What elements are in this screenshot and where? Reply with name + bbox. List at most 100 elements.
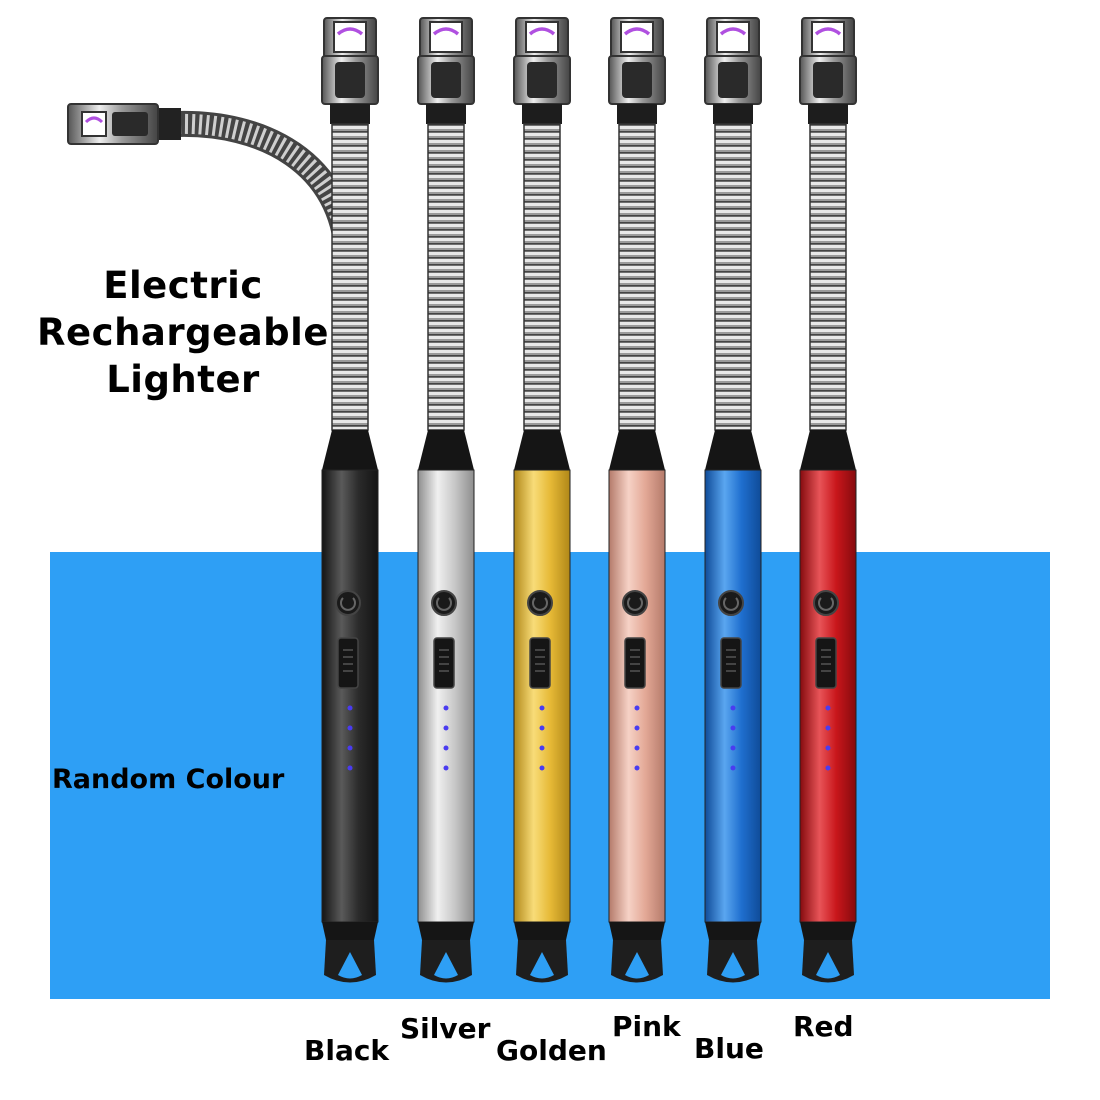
safety-switch: [815, 637, 837, 689]
battery-led: [347, 725, 353, 731]
flexible-neck: [809, 123, 847, 431]
arc-chamber: [333, 21, 367, 53]
neck-taper: [800, 430, 856, 470]
power-icon: [532, 597, 548, 611]
battery-led: [443, 725, 449, 731]
neck-taper: [705, 430, 761, 470]
head-collar: [808, 104, 848, 124]
arc-glow: [336, 27, 364, 36]
product-title: Electric Rechargeable Lighter: [0, 262, 366, 403]
battery-led: [443, 745, 449, 751]
battery-led: [347, 705, 353, 711]
battery-led: [730, 705, 736, 711]
lighter-body: [799, 469, 857, 923]
safety-switch: [337, 637, 359, 689]
battery-led: [634, 745, 640, 751]
loop-hole: [816, 952, 840, 979]
safety-switch: [720, 637, 742, 689]
arc-glow: [623, 27, 651, 36]
head-collar: [713, 104, 753, 124]
power-button: [335, 590, 361, 616]
loop-hole: [625, 952, 649, 979]
power-icon: [340, 597, 356, 611]
battery-led: [539, 745, 545, 751]
flexible-neck: [618, 123, 656, 431]
title-line-2: Rechargeable: [37, 311, 329, 354]
label-silver: Silver: [400, 1012, 491, 1045]
head-collar: [426, 104, 466, 124]
lighter-body: [608, 469, 666, 923]
bottom-cap: [705, 922, 761, 940]
loop-hole: [721, 952, 745, 979]
head-collar: [330, 104, 370, 124]
lighter-body: [321, 469, 379, 923]
power-icon: [627, 597, 643, 611]
battery-led: [730, 725, 736, 731]
battery-led: [347, 765, 353, 771]
head-window: [813, 62, 843, 98]
arc-chamber: [620, 21, 654, 53]
neck-taper: [514, 430, 570, 470]
lighter-red: [799, 17, 857, 983]
lighter-silver: [417, 17, 475, 983]
power-button: [622, 590, 648, 616]
bottom-cap: [514, 922, 570, 940]
battery-led: [634, 725, 640, 731]
battery-led: [443, 705, 449, 711]
safety-switch: [433, 637, 455, 689]
lighter-pink: [608, 17, 666, 983]
battery-led: [825, 765, 831, 771]
safety-switch: [624, 637, 646, 689]
flexible-neck: [523, 123, 561, 431]
flexible-neck: [714, 123, 752, 431]
arc-glow: [432, 27, 460, 36]
loop-hole: [530, 952, 554, 979]
label-blue: Blue: [694, 1032, 764, 1065]
battery-led: [539, 725, 545, 731]
head-window: [622, 62, 652, 98]
head-window: [718, 62, 748, 98]
battery-led: [730, 745, 736, 751]
lighter-body: [417, 469, 475, 923]
arc-chamber: [716, 21, 750, 53]
head-collar: [522, 104, 562, 124]
arc-chamber: [811, 21, 845, 53]
flexible-neck: [427, 123, 465, 431]
neck-taper: [609, 430, 665, 470]
power-button: [718, 590, 744, 616]
label-red: Red: [793, 1010, 854, 1043]
power-button: [527, 590, 553, 616]
label-golden: Golden: [496, 1034, 607, 1067]
bent-neck: [67, 103, 361, 263]
power-icon: [436, 597, 452, 611]
arc-glow: [719, 27, 747, 36]
head-collar: [617, 104, 657, 124]
lighter-body: [704, 469, 762, 923]
battery-led: [443, 765, 449, 771]
battery-led: [634, 705, 640, 711]
arc-chamber: [429, 21, 463, 53]
lighter-blue: [704, 17, 762, 983]
random-colour-note: Random Colour: [52, 764, 285, 795]
bent-collar: [155, 108, 181, 140]
battery-led: [825, 745, 831, 751]
safety-switch: [529, 637, 551, 689]
battery-led: [539, 705, 545, 711]
head-window: [431, 62, 461, 98]
bottom-cap: [800, 922, 856, 940]
lighter-black: [321, 17, 379, 983]
lighter-golden: [513, 17, 571, 983]
battery-led: [634, 765, 640, 771]
power-button: [431, 590, 457, 616]
power-icon: [723, 597, 739, 611]
title-line-3: Lighter: [106, 358, 260, 401]
bottom-cap: [609, 922, 665, 940]
head-window: [527, 62, 557, 98]
lighter-body: [513, 469, 571, 923]
bottom-cap: [418, 922, 474, 940]
title-line-1: Electric: [103, 264, 263, 307]
power-button: [813, 590, 839, 616]
battery-led: [539, 765, 545, 771]
